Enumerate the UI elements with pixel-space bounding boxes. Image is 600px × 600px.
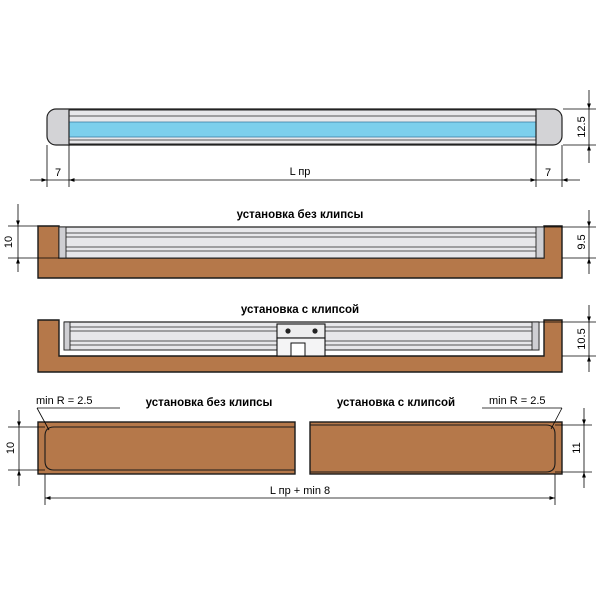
dim-left-end: 7	[55, 167, 61, 179]
groove-top-views: установка без клипсы установка с клипсой…	[5, 395, 592, 505]
groove-right	[310, 424, 556, 473]
dim-groove-depth-left: 10	[3, 236, 15, 248]
dim-right-end: 7	[545, 167, 551, 179]
label-with-clip-bottom: установка с клипсой	[337, 397, 455, 409]
mounting-clip	[276, 323, 326, 357]
end-cap-left	[63, 321, 71, 351]
dim-groove-depth-bottom: 10	[5, 442, 17, 454]
screw-icon	[285, 328, 291, 334]
light-diffuser	[68, 121, 537, 138]
dim-groove-width-bottom: 11	[571, 442, 583, 453]
end-cap-right	[531, 321, 540, 351]
end-cap-left	[58, 226, 67, 259]
dim-height-profile: 12.5	[576, 116, 588, 137]
label-no-clip-top: установка без клипсы	[237, 209, 364, 221]
leader-radius-left	[36, 407, 50, 431]
screw-icon	[312, 328, 318, 334]
label-with-clip: установка с клипсой	[241, 304, 359, 316]
wood-board-left	[37, 421, 296, 475]
wood-board-clip-groove	[37, 319, 563, 373]
leader-radius-right	[550, 407, 563, 430]
profile-in-groove	[58, 226, 545, 259]
label-no-clip-bottom: установка без клипсы	[146, 397, 273, 409]
dim-total-length: L пр + min 8	[270, 485, 330, 497]
wood-board-right	[309, 421, 563, 475]
dim-radius-left: min R = 2.5	[36, 395, 93, 407]
mounting-with-clip: установка с клипсой 10.5	[37, 304, 596, 373]
mounting-no-clip: установка без клипсы 10 9.5	[3, 204, 596, 279]
dim-radius-right: min R = 2.5	[489, 395, 546, 407]
dim-groove-depth-right: 9.5	[576, 234, 588, 249]
groove-left	[44, 426, 295, 471]
dim-clip-depth: 10.5	[576, 328, 588, 349]
dim-length: L пр	[290, 166, 311, 178]
end-cap-right	[535, 226, 545, 259]
profile-top-view: 7 L пр 7 12.5	[30, 90, 596, 187]
